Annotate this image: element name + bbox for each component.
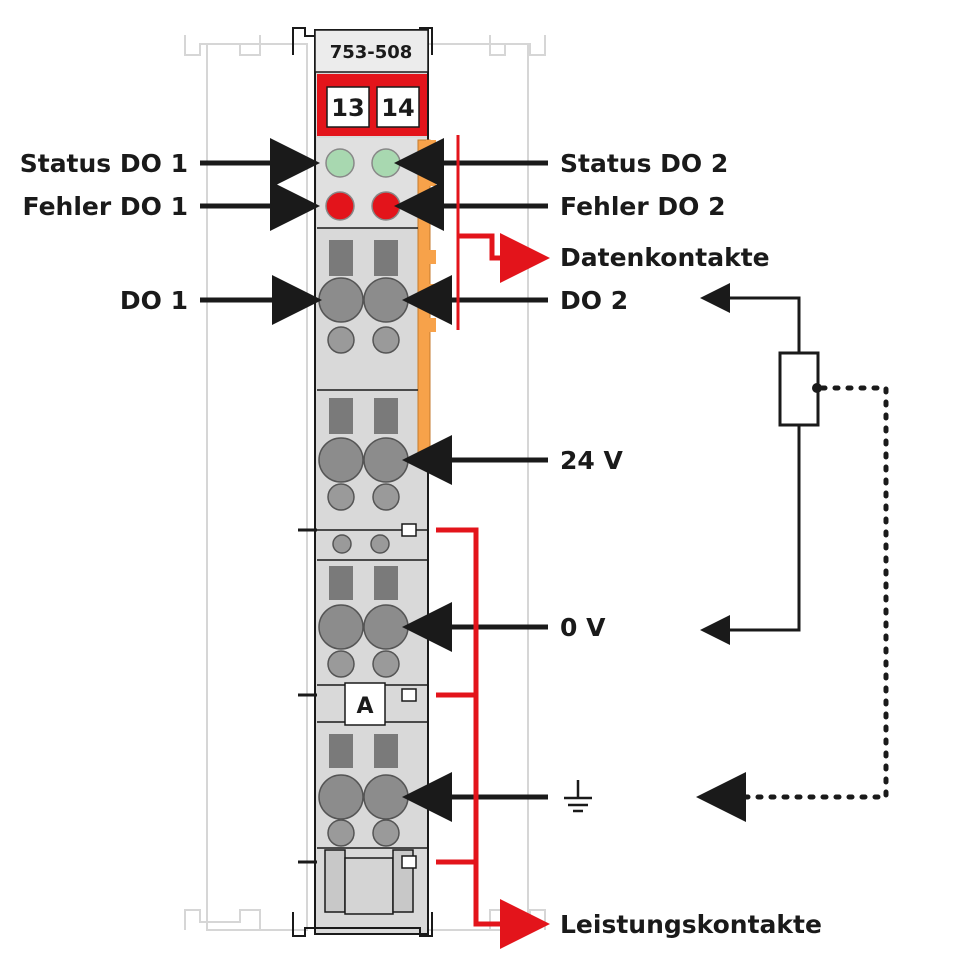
terminal-row-do [318,240,409,354]
power-contact-bracket [436,527,550,949]
neighbor-module-outline [184,35,546,931]
status-led-do1 [325,148,355,178]
terminal-row-0v [318,566,409,678]
ground-symbol-icon [564,780,592,813]
label-status-do1: Status DO 1 [20,149,188,178]
terminal-number-right: 14 [381,94,414,122]
label-0v: 0 V [560,613,606,642]
status-led-do2 [371,148,401,178]
label-status-do2: Status DO 2 [560,149,728,178]
shield-dotted-line [696,385,889,822]
data-contact-bracket [456,135,550,330]
label-24v: 24 V [560,446,623,475]
label-do2: DO 2 [560,286,628,315]
label-leistungskontakte: Leistungskontakte [560,910,822,939]
terminal-row-24v [318,398,409,511]
label-fehler-do2: Fehler DO 2 [560,192,725,221]
marker-label: A [356,694,373,719]
label-do1: DO 1 [120,286,188,315]
part-number-plate [314,29,429,73]
power-contact-slots [401,523,417,869]
part-number: 753-508 [330,42,413,63]
right-arrows [394,138,548,822]
fault-led-do2 [371,191,401,221]
label-fehler-do1: Fehler DO 1 [23,192,188,221]
fault-led-do1 [325,191,355,221]
left-arrows [200,138,322,325]
label-datenkontakte: Datenkontakte [560,243,770,272]
load-circuit [696,283,889,822]
marker-plate [344,682,386,726]
terminal-number-left: 13 [331,94,364,122]
